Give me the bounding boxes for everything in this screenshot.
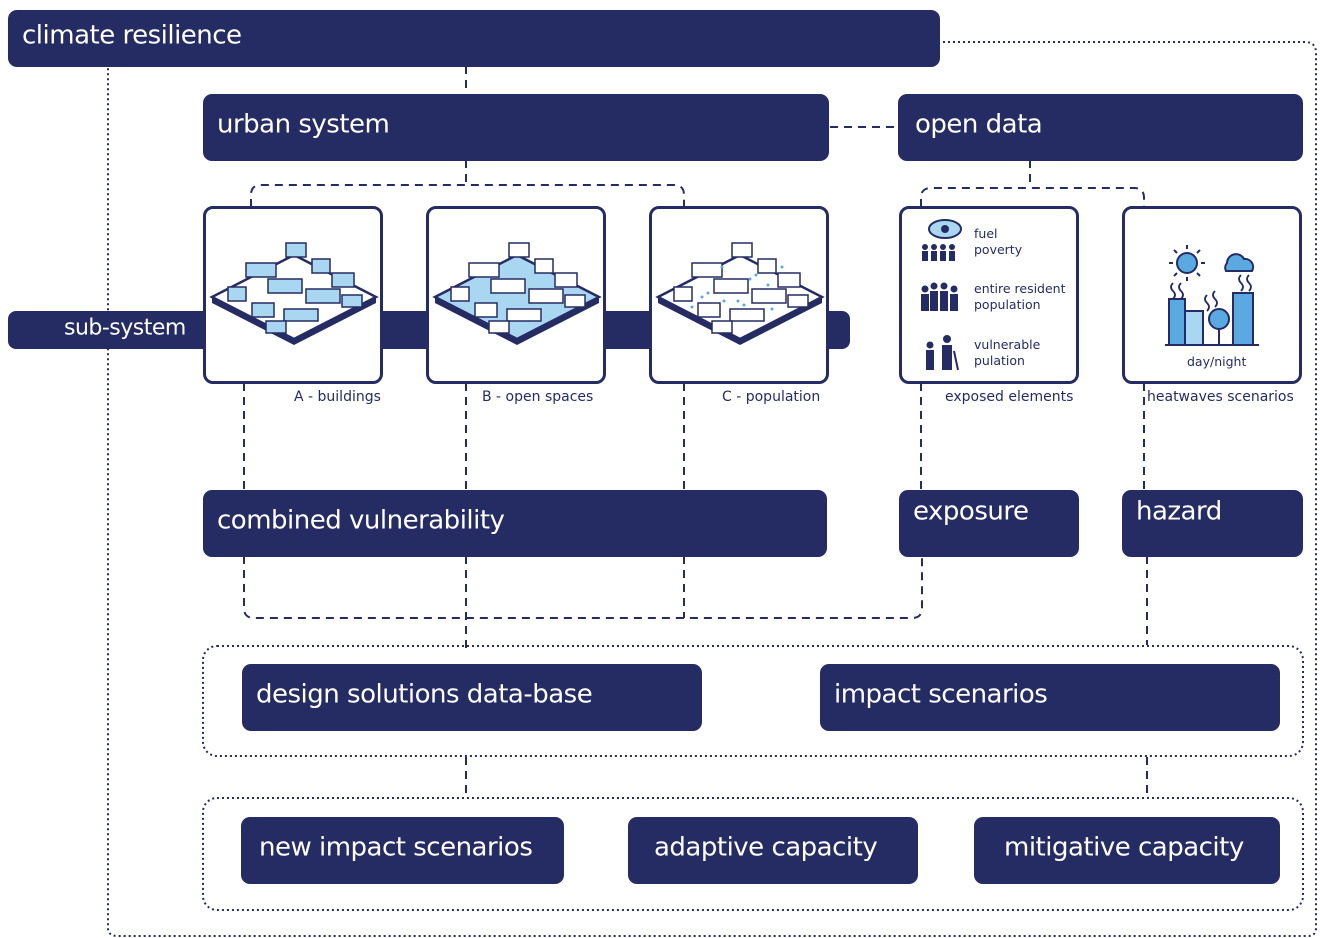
card-heatwaves: day/night	[1122, 206, 1302, 384]
card-population	[649, 206, 829, 384]
adaptive-capacity-bar: adaptive capacity	[628, 817, 918, 884]
urban-system-label: urban system	[217, 108, 390, 139]
mitigative-capacity-label: mitigative capacity	[1004, 831, 1244, 862]
caption-population: C - population	[722, 389, 821, 405]
card-buildings	[203, 206, 383, 384]
isometric-population-icon	[655, 242, 825, 345]
fuel-poverty-icon	[922, 219, 962, 261]
impact-scenarios-bar: impact scenarios	[820, 664, 1280, 731]
hazard-bar: hazard	[1122, 490, 1303, 557]
mitigative-capacity-bar: mitigative capacity	[974, 817, 1280, 884]
caption-open-spaces: B - open spaces	[482, 389, 594, 405]
sub-system-label: sub-system	[64, 315, 186, 341]
hazard-label: hazard	[1136, 496, 1222, 527]
caption-heatwaves: heatwaves scenarios	[1147, 389, 1294, 405]
exposure-bar: exposure	[899, 490, 1079, 557]
card-open-spaces	[426, 206, 606, 384]
vulnerable-population-icon	[926, 335, 959, 371]
combined-vulnerability-label: combined vulnerability	[217, 504, 505, 535]
urban-system-bar: urban system	[203, 94, 829, 161]
design-solutions-label: design solutions data-base	[256, 678, 593, 709]
exposure-label: exposure	[913, 496, 1029, 527]
heatwaves-day-night-label: day/night	[1187, 354, 1247, 369]
isometric-buildings-icon	[209, 242, 379, 345]
exposed-item-vulnerable-population: vulnerable pulation	[974, 337, 1041, 368]
card-exposed-elements: fuel poverty entire resident population …	[899, 206, 1079, 384]
new-impact-scenarios-bar: new impact scenarios	[241, 817, 564, 884]
climate-resilience-bar: climate resilience	[8, 10, 940, 67]
caption-exposed-elements: exposed elements	[945, 389, 1074, 405]
exposed-item-fuel-poverty: fuel poverty	[974, 226, 1023, 257]
impact-scenarios-label: impact scenarios	[834, 678, 1048, 709]
new-impact-scenarios-label: new impact scenarios	[259, 831, 533, 862]
exposed-item-resident-population: entire resident population	[974, 281, 1066, 312]
open-data-bar: open data	[898, 94, 1303, 161]
design-solutions-bar: design solutions data-base	[242, 664, 702, 731]
isometric-open-spaces-icon	[432, 242, 602, 345]
climate-resilience-title: climate resilience	[22, 19, 242, 50]
open-data-label: open data	[915, 108, 1043, 139]
sun-cloud-city-heat-icon	[1165, 245, 1259, 346]
combined-vulnerability-bar: combined vulnerability	[203, 490, 827, 557]
caption-buildings: A - buildings	[294, 389, 381, 405]
adaptive-capacity-label: adaptive capacity	[654, 831, 878, 862]
resident-population-icon	[921, 282, 958, 311]
